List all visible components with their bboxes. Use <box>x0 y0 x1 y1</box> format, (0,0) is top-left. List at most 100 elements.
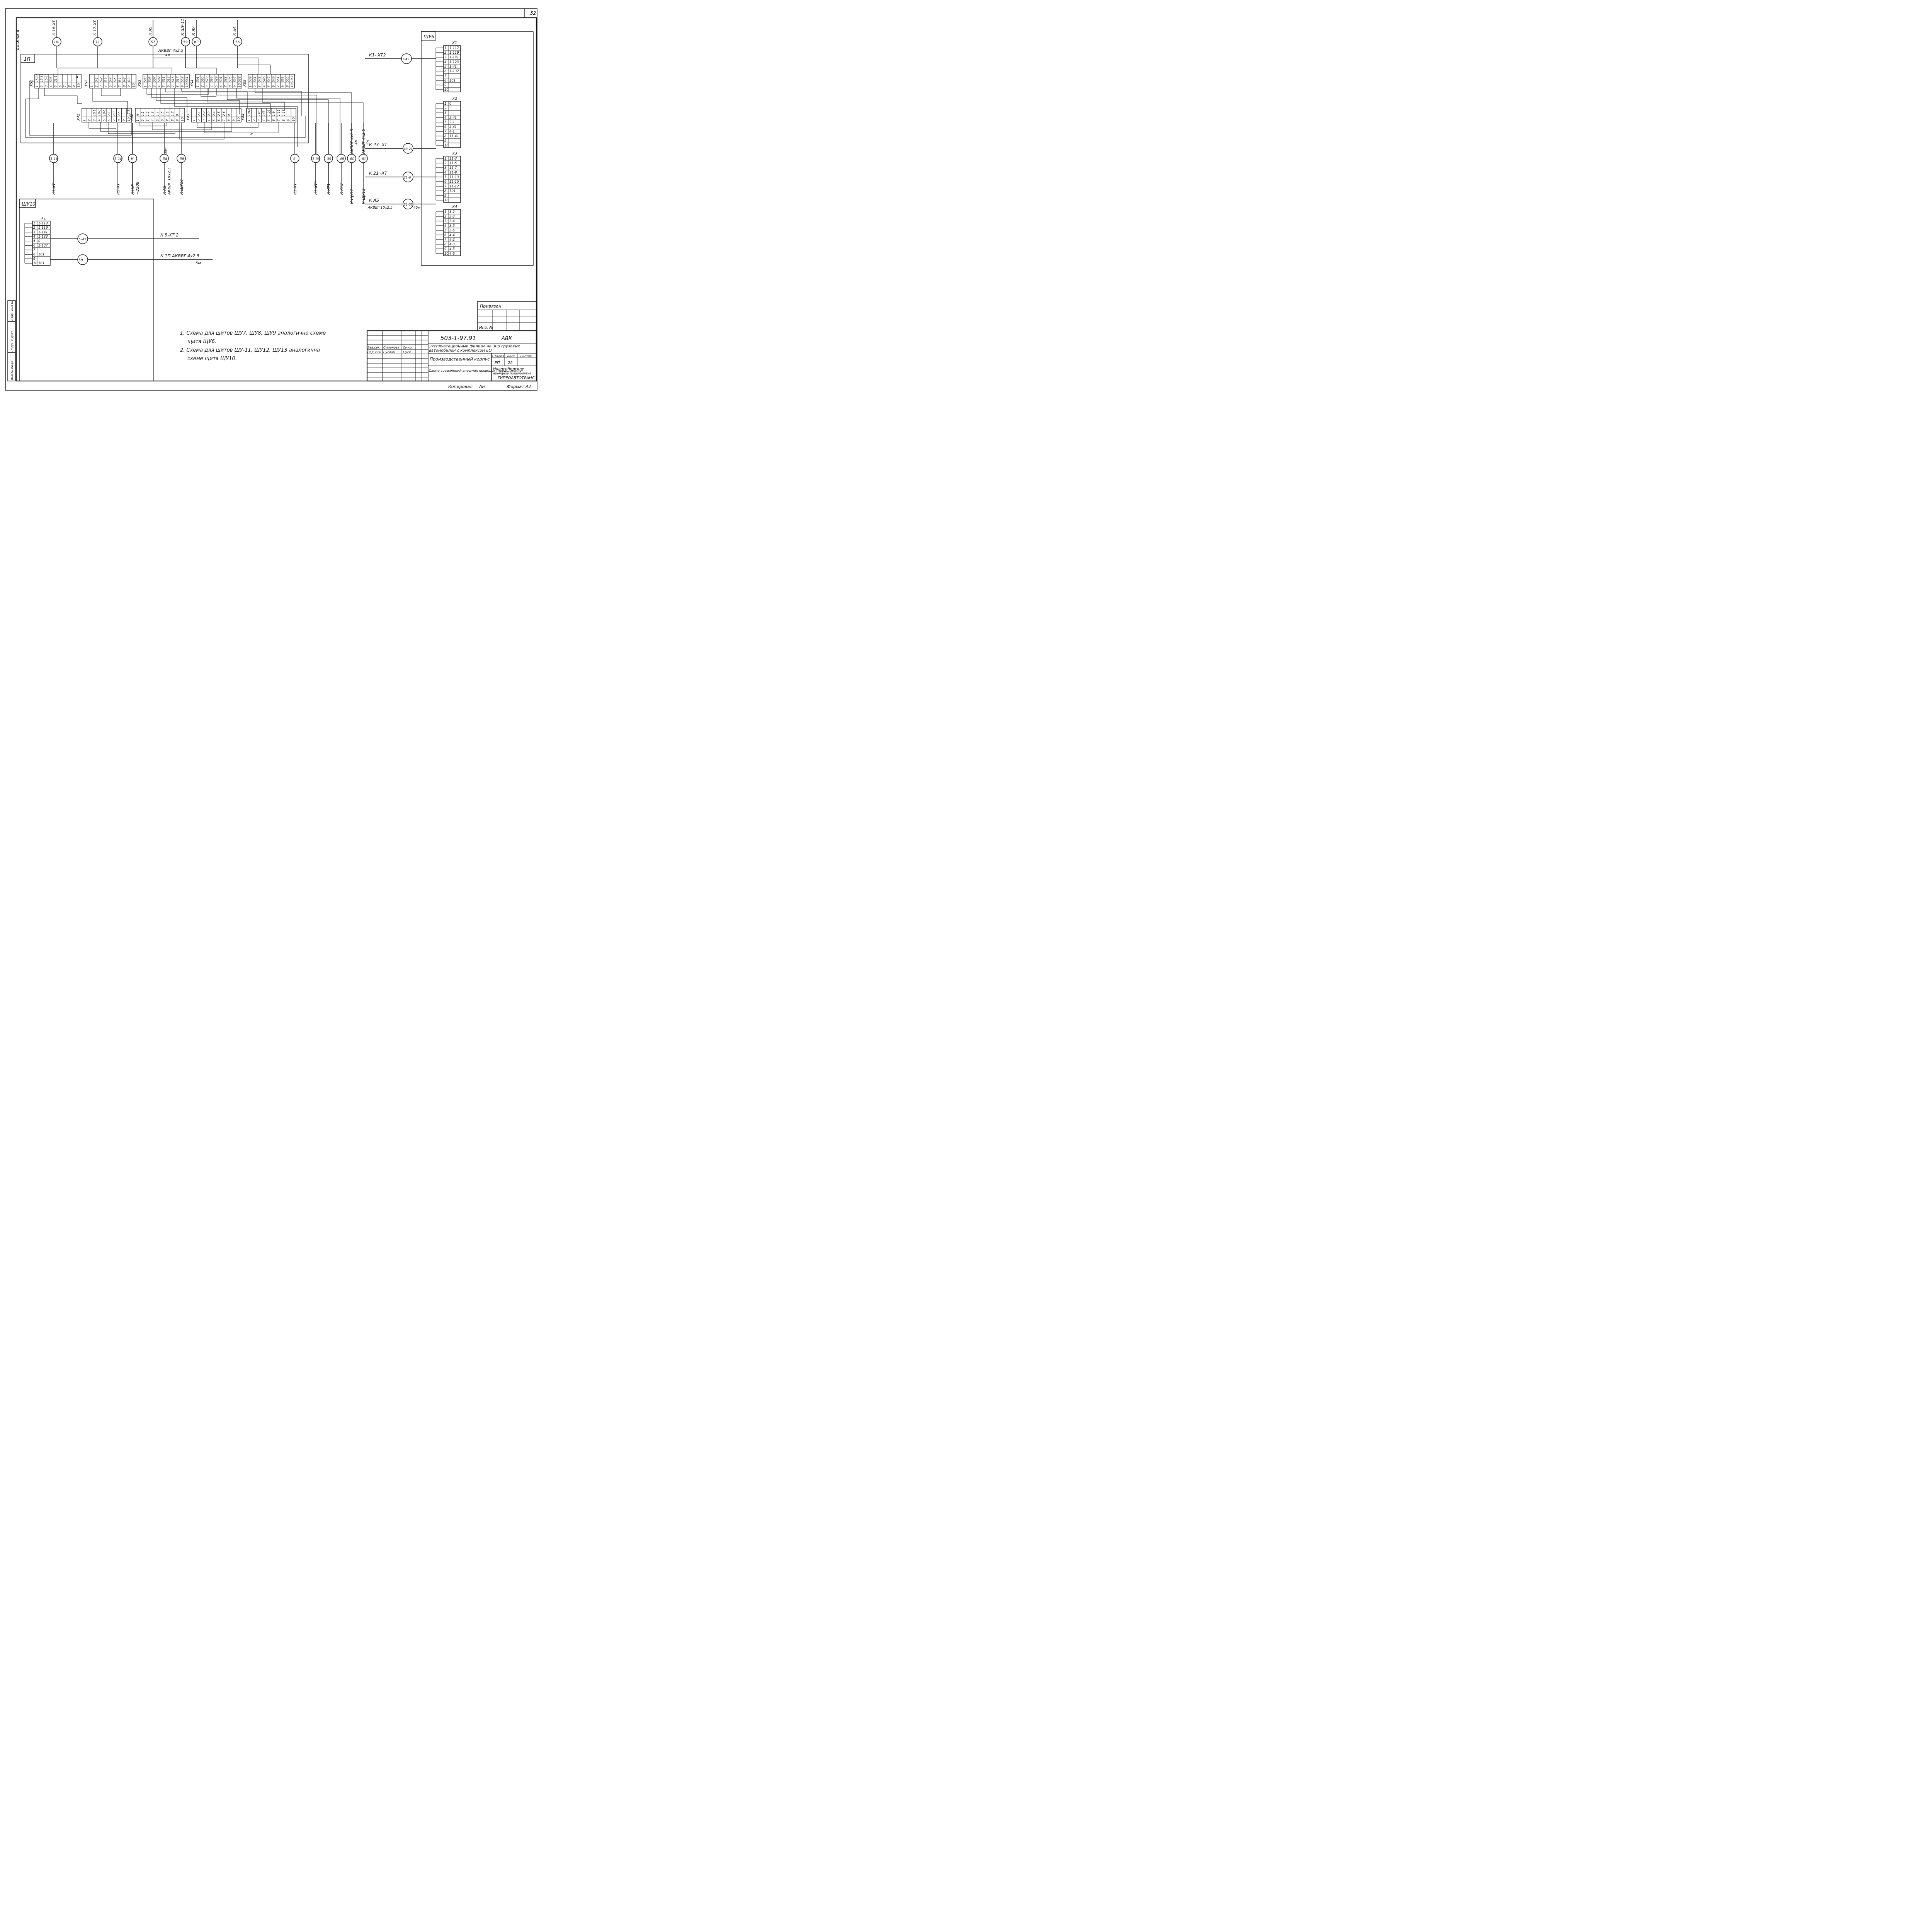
terminal-cell: 551 <box>277 77 280 82</box>
terminal-cell: 4-3 <box>449 243 455 247</box>
terminal-number: 3 <box>100 85 103 87</box>
terminal-number: 9 <box>128 85 131 87</box>
project-title-2: автомобилей с комплексом ЕО <box>429 348 492 353</box>
terminal-cell: 1-11 <box>277 109 281 116</box>
terminal-cell: 555 <box>286 77 289 82</box>
terminal-cell: 15-35 <box>36 73 39 82</box>
terminal-cell: 535 <box>49 77 53 82</box>
terminal-cell: A <box>136 114 139 116</box>
terminal-number: 3 <box>444 56 446 60</box>
terminal-block-name: XS3 <box>138 80 142 87</box>
format-label: Формат А2 <box>507 384 531 389</box>
terminal-number: 5 <box>267 85 271 87</box>
terminal-cell: 513 <box>167 77 170 82</box>
side-stamp-inv: Инв.№ подл. <box>10 360 14 380</box>
wiring-line <box>204 122 279 133</box>
wiring-line <box>179 122 224 139</box>
terminal-number: 5 <box>444 229 446 233</box>
terminal-number: 1 <box>36 85 39 87</box>
terminal-number: 8 <box>123 85 126 87</box>
terminal-number: 8 <box>171 119 174 121</box>
terminal-cell: 536 <box>210 77 214 82</box>
terminal-cell: 2-5 <box>217 111 221 116</box>
terminal-number: 6 <box>107 119 111 121</box>
terminal-cell: 533 <box>224 77 228 82</box>
terminal-number: 3 <box>33 231 35 235</box>
terminal-cell: 10-5 <box>102 109 106 116</box>
terminal-number: 2 <box>88 119 91 121</box>
wiring-line <box>216 88 317 155</box>
terminal-cell: 559 <box>181 77 184 82</box>
connection-label-2: АКВВГ 19х2.5 <box>167 167 172 195</box>
terminal-cell: 509 <box>158 77 161 82</box>
wiring-line <box>100 122 232 132</box>
terminal-number: 5 <box>215 85 218 87</box>
terminal-number: 2 <box>444 162 446 165</box>
terminal-cell: 545 <box>263 77 266 82</box>
terminal-number: 1 <box>83 119 86 121</box>
terminal-cell: 3-1 <box>449 121 455 124</box>
connection-circle-label: 5-18 <box>114 157 122 161</box>
wiring-line <box>153 58 259 74</box>
terminal-number: 2 <box>148 85 152 87</box>
connection-label: К ЩУ10 <box>180 179 184 195</box>
terminal-number: 6 <box>444 125 447 129</box>
cable-top: АКВВГ 4х2.5 <box>158 49 184 53</box>
connection-circle-label: 21-6 <box>404 176 411 179</box>
terminal-cell: 0 <box>38 240 40 243</box>
side-stamp-sign: Подп. и дата <box>10 330 14 352</box>
panel-shu6-label: ЩУ6 <box>423 34 434 39</box>
terminal-block-name: X42 <box>130 114 134 121</box>
wiring-line <box>152 122 212 130</box>
terminal-cell: 15-35 <box>45 73 48 82</box>
terminal-cell: 538 <box>238 77 242 82</box>
terminal-cell: 1.3 <box>151 111 155 116</box>
terminal-block-name: X1 <box>452 41 457 45</box>
terminal-cell: 1-123 <box>38 235 48 239</box>
terminal-cell: 3-5 <box>449 224 455 228</box>
terminal-cell: 5-1 <box>95 77 99 82</box>
wiring-line <box>197 122 259 128</box>
terminal-number: 6 <box>114 85 117 87</box>
connection-circle-label: 39 <box>327 157 332 161</box>
terminal-block-name: XS2 <box>85 80 88 87</box>
terminal-cell: 145 <box>262 111 266 116</box>
terminal-cell: 1-119 <box>38 222 48 226</box>
connection-label: К АS <box>163 185 167 195</box>
connection-label: К ЩУ12 <box>350 189 354 204</box>
terminal-cell: 7-3 <box>112 111 116 116</box>
terminal-number: 10 <box>180 117 184 121</box>
terminal-number: 10 <box>444 88 449 92</box>
wiring-line <box>255 88 352 155</box>
terminal-cell: 1.6 <box>166 111 169 116</box>
terminal-cell: 2-2 <box>202 111 206 116</box>
org-1: Новосибирское <box>493 367 524 371</box>
terminal-cell: 573 <box>206 77 209 82</box>
connection-label: К 43- ХТ <box>369 142 388 147</box>
side-stamp: Инв.№ подл. Подп. и дата Взам. инв.№ <box>7 300 16 381</box>
terminal-number: 2 <box>141 119 145 121</box>
terminal-cell: 517 <box>176 77 180 82</box>
terminal-number: 5 <box>102 119 106 121</box>
privyazan: Привязан <box>480 304 501 309</box>
terminal-number: 5 <box>109 85 112 87</box>
terminal-number: 6 <box>33 244 36 248</box>
building-name: Производственный корпус <box>430 357 490 362</box>
terminal-cell: 3-41 <box>449 116 457 120</box>
sign-1: Смир. <box>403 346 412 349</box>
terminal-number: 1 <box>196 85 200 87</box>
terminal-number: 6 <box>444 70 447 73</box>
terminal-cell: 6-2 <box>123 77 126 82</box>
terminal-cell: 11-3 <box>449 157 457 161</box>
terminal-block-name: X2 <box>452 97 457 101</box>
wiring-line <box>262 88 364 155</box>
terminal-number: 10 <box>444 199 449 202</box>
terminal-number: 1 <box>136 119 139 121</box>
terminal-cell: 4-1 <box>449 130 455 134</box>
wiring-line <box>58 68 172 88</box>
terminal-cell: 3-6 <box>449 229 455 233</box>
note-line-2: щита ЩУ6. <box>187 339 216 345</box>
terminal-cell: 1.5 <box>161 111 164 116</box>
